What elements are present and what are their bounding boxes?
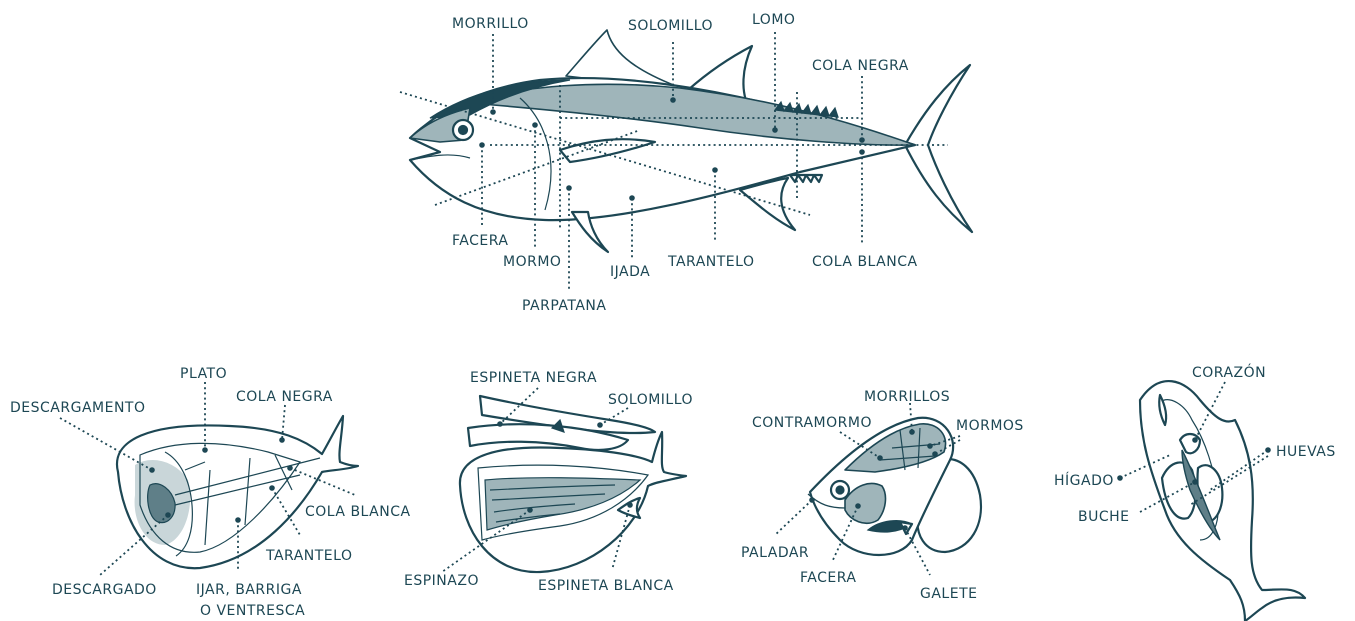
label-ijar-line1: IJAR, BARRIGA bbox=[196, 582, 302, 598]
tail-fin bbox=[905, 65, 972, 232]
label-tarantelo: TARANTELO bbox=[667, 254, 754, 270]
label-tarantelo-2: TARANTELO bbox=[265, 548, 352, 564]
label-cola-blanca-2: COLA BLANCA bbox=[305, 504, 411, 520]
label-espinazo: ESPINAZO bbox=[404, 573, 479, 589]
label-facera: FACERA bbox=[452, 233, 508, 249]
cross-section-illustration bbox=[117, 416, 358, 568]
label-lomo: LOMO bbox=[752, 12, 795, 28]
label-solomillo-2: SOLOMILLO bbox=[608, 392, 693, 408]
label-cola-negra: COLA NEGRA bbox=[812, 58, 909, 74]
pupil bbox=[459, 126, 468, 135]
label-ijada: IJADA bbox=[610, 264, 650, 280]
label-paladar: PALADAR bbox=[741, 545, 809, 561]
label-descargamento: DESCARGAMENTO bbox=[10, 400, 146, 416]
label-espineta-blanca: ESPINETA BLANCA bbox=[538, 578, 674, 594]
label-plato: PLATO bbox=[180, 366, 227, 382]
label-parpatana: PARPATANA bbox=[522, 298, 606, 314]
label-contramormo: CONTRAMORMO bbox=[752, 415, 872, 431]
label-corazon: CORAZÓN bbox=[1192, 363, 1266, 381]
label-galete: GALETE bbox=[920, 586, 977, 602]
label-buche: BUCHE bbox=[1078, 509, 1130, 525]
pelvic-fin bbox=[572, 212, 608, 252]
label-cola-negra-2: COLA NEGRA bbox=[236, 389, 333, 405]
label-higado: HÍGADO bbox=[1054, 472, 1114, 489]
label-solomillo: SOLOMILLO bbox=[628, 18, 713, 34]
label-espineta-negra: ESPINETA NEGRA bbox=[470, 370, 597, 386]
label-morrillos: MORRILLOS bbox=[864, 389, 950, 405]
label-descargado: DESCARGADO bbox=[52, 582, 157, 598]
label-mormo: MORMO bbox=[503, 254, 561, 270]
leader-paladar bbox=[775, 500, 812, 535]
head-pupil bbox=[836, 486, 844, 494]
finlets-bottom bbox=[790, 175, 822, 182]
label-facera-2: FACERA bbox=[800, 570, 856, 586]
label-cola-blanca: COLA BLANCA bbox=[812, 254, 918, 270]
label-mormos: MORMOS bbox=[956, 418, 1024, 434]
label-morrillo: MORRILLO bbox=[452, 16, 529, 32]
organs-section-illustration bbox=[1140, 381, 1305, 621]
label-ijar-line2: O VENTRESCA bbox=[200, 603, 305, 619]
label-huevas: HUEVAS bbox=[1276, 444, 1336, 460]
spine-section-illustration bbox=[460, 396, 686, 572]
